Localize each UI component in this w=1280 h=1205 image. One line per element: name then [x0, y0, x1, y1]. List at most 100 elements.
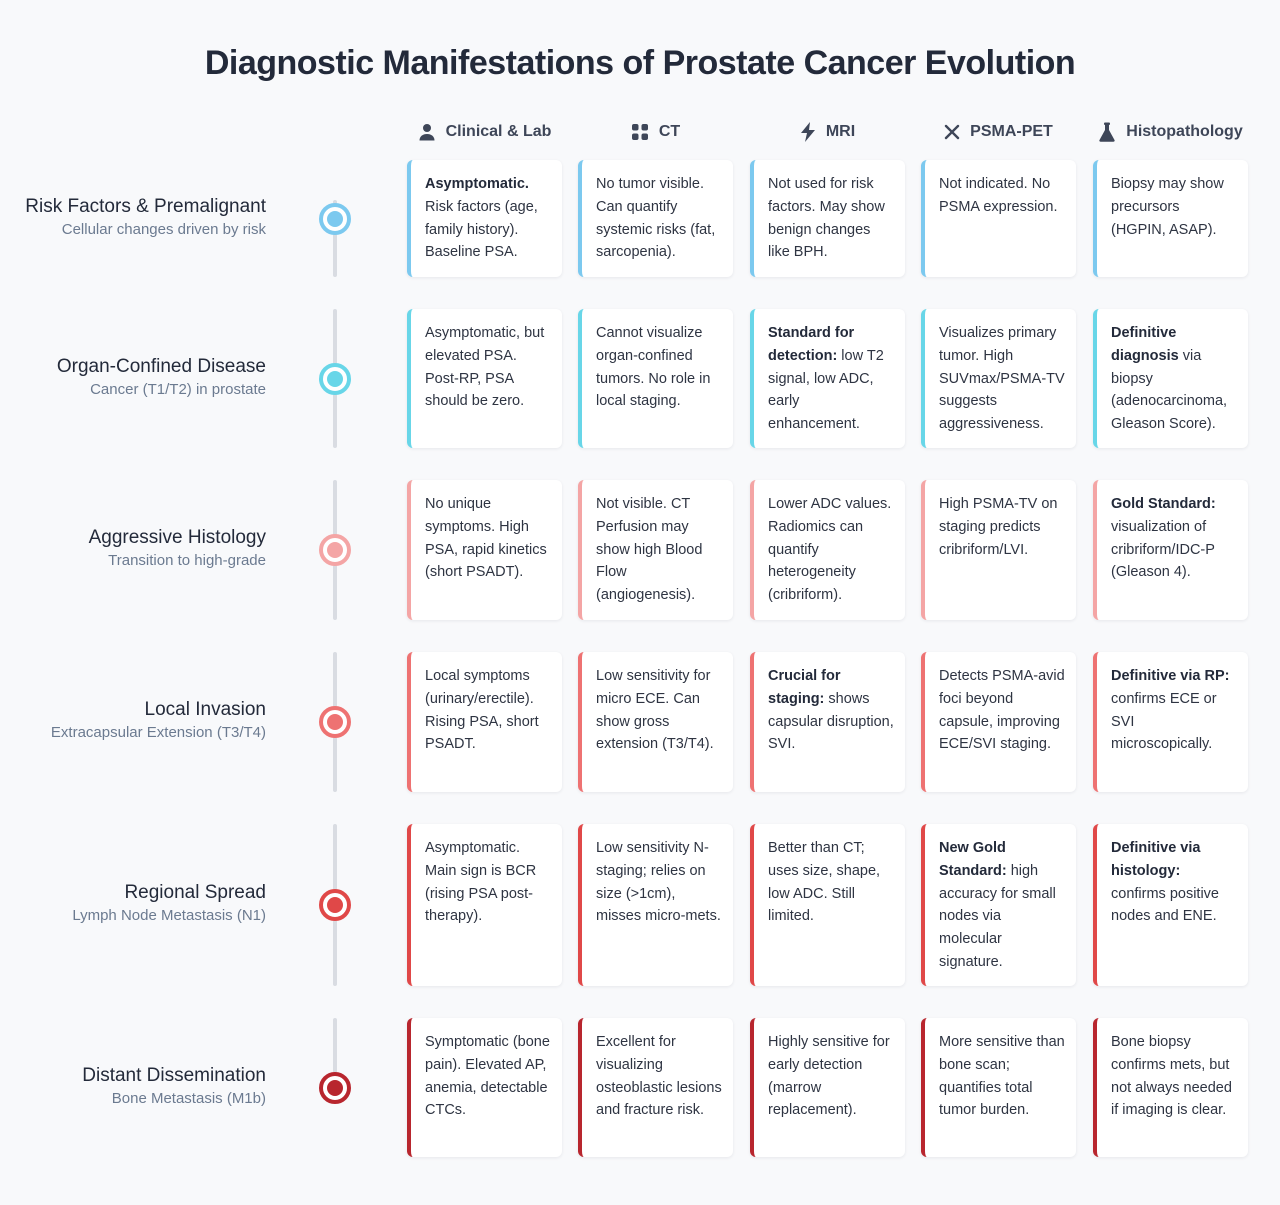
stage-subtitle: Lymph Node Metastasis (N1) — [72, 907, 266, 924]
cell-card: Bone biopsy confirms mets, but not alway… — [1093, 1018, 1248, 1157]
stage-subtitle: Transition to high-grade — [108, 552, 266, 569]
stage-name: Distant Dissemination — [82, 1064, 266, 1086]
cell-card: Lower ADC values. Radiomics can quantify… — [750, 480, 905, 620]
cell-emphasis: Asymptomatic. — [425, 176, 529, 192]
cell-card: Not used for risk factors. May show beni… — [750, 160, 905, 277]
timeline-track — [333, 200, 337, 277]
cell-card: Local symptoms (urinary/erectile). Risin… — [407, 652, 562, 792]
stage-subtitle: Cancer (T1/T2) in prostate — [90, 380, 266, 398]
cell-text: confirms positive nodes and ENE. — [1111, 885, 1219, 925]
cell-text: low T2 signal, low ADC, early enhancemen… — [768, 347, 884, 433]
timeline-marker — [319, 889, 351, 921]
cell-text: Cannot visualize organ-confined tumors. … — [596, 325, 711, 410]
cell-card: Asymptomatic. Risk factors (age, family … — [407, 160, 562, 277]
cell-card: Not indicated. No PSMA expression. — [921, 160, 1076, 277]
cell-text: Risk factors (age, family history). Base… — [425, 198, 538, 261]
column-header-2: CT — [570, 118, 741, 146]
cell-card: High PSMA-TV on staging predicts cribrif… — [921, 480, 1076, 620]
timeline-marker — [319, 362, 351, 395]
cell-text: via biopsy (adenocarcinoma, Gleason Scor… — [1111, 347, 1228, 433]
timeline-marker — [319, 706, 351, 738]
cell-text: Excellent for visualizing osteoblastic l… — [596, 1034, 722, 1119]
column-header-3: MRI — [742, 118, 913, 146]
cell-text: shows capsular disruption, SVI. — [768, 690, 894, 753]
timeline-marker — [319, 1071, 351, 1104]
timeline-marker — [319, 534, 351, 566]
cell-card: Symptomatic (bone pain). Elevated AP, an… — [407, 1018, 562, 1157]
stage-name: Regional Spread — [124, 882, 266, 903]
stage-subtitle: Cellular changes driven by risk — [61, 220, 266, 238]
timeline-track — [333, 1018, 337, 1080]
cell-emphasis: Standard for detection: — [768, 325, 855, 364]
stage-name: Organ-Confined Disease — [56, 355, 266, 377]
cell-card: More sensitive than bone scan; quantifie… — [921, 1018, 1076, 1157]
column-header-label: Clinical & Lab — [445, 123, 552, 140]
cell-text: Low sensitivity N-staging; relies on siz… — [596, 840, 721, 925]
cell-card: New Gold Standard: high accuracy for sma… — [921, 824, 1076, 986]
cell-text: high accuracy for small nodes via molecu… — [939, 862, 1056, 970]
cell-text: Better than CT; uses size, shape, low AD… — [768, 840, 881, 925]
cell-card: Visualizes primary tumor. High SUVmax/PS… — [921, 309, 1076, 448]
cell-card: Gold Standard: visualization of cribrifo… — [1093, 480, 1248, 620]
cell-card: Cannot visualize organ-confined tumors. … — [578, 309, 733, 448]
person-icon — [418, 123, 446, 141]
cell-card: Crucial for staging: shows capsular disr… — [750, 652, 905, 792]
cell-text: Local symptoms (urinary/erectile). Risin… — [425, 668, 539, 753]
cell-text: High PSMA-TV on staging predicts cribrif… — [939, 496, 1058, 558]
column-header-4: PSMA-PET — [913, 118, 1084, 146]
x-icon — [944, 124, 970, 140]
cell-text: Visualizes primary tumor. High SUVmax/PS… — [939, 325, 1065, 433]
cell-text: visualization of cribriform/IDC-P (Gleas… — [1111, 518, 1215, 581]
cell-card: No unique symptoms. High PSA, rapid kine… — [407, 480, 562, 620]
lightning-icon — [800, 122, 826, 142]
cell-card: Standard for detection: low T2 signal, l… — [750, 309, 905, 448]
cell-text: Bone biopsy confirms mets, but not alway… — [1111, 1034, 1232, 1119]
cell-text: No unique symptoms. High PSA, rapid kine… — [425, 496, 547, 581]
cell-text: Biopsy may show precursors (HGPIN, ASAP)… — [1111, 176, 1224, 238]
cell-card: Highly sensitive for early detection (ma… — [750, 1018, 905, 1157]
cell-text: Asymptomatic, but elevated PSA. Post-RP,… — [425, 325, 545, 410]
column-header-5: Histopathology — [1085, 118, 1256, 146]
cell-card: Asymptomatic, but elevated PSA. Post-RP,… — [407, 309, 562, 448]
cell-card: Definitive diagnosis via biopsy (adenoca… — [1093, 309, 1248, 448]
cell-text: More sensitive than bone scan; quantifie… — [939, 1034, 1065, 1119]
cell-card: No tumor visible. Can quantify systemic … — [578, 160, 733, 277]
cell-card: Asymptomatic. Main sign is BCR (rising P… — [407, 824, 562, 986]
flask-icon — [1098, 122, 1126, 142]
cell-emphasis: Definitive diagnosis — [1111, 325, 1179, 364]
stage-name: Risk Factors & Premalignant — [25, 195, 266, 217]
cell-card: Definitive via histology: confirms posit… — [1093, 824, 1248, 986]
column-header-1: Clinical & Lab — [399, 118, 570, 146]
stage-name: Local Invasion — [144, 699, 266, 720]
cell-text: Low sensitivity for micro ECE. Can show … — [596, 668, 714, 753]
cell-card: Better than CT; uses size, shape, low AD… — [750, 824, 905, 986]
cell-text: Highly sensitive for early detection (ma… — [768, 1034, 890, 1119]
cell-text: Not visible. CT Perfusion may show high … — [596, 496, 703, 604]
column-header-label: MRI — [825, 123, 856, 140]
cell-text: No tumor visible. Can quantify systemic … — [596, 176, 716, 261]
timeline-marker — [319, 202, 351, 235]
cell-text: confirms ECE or SVI microscopically. — [1111, 690, 1217, 753]
cell-text: Symptomatic (bone pain). Elevated AP, an… — [425, 1034, 550, 1119]
cell-card: Biopsy may show precursors (HGPIN, ASAP)… — [1093, 160, 1248, 277]
stage-subtitle: Extracapsular Extension (T3/T4) — [50, 724, 266, 741]
grid-icon — [631, 123, 659, 141]
page-title: Diagnostic Manifestations of Prostate Ca… — [204, 44, 1076, 82]
column-header-label: Histopathology — [1126, 123, 1243, 140]
cell-text: Lower ADC values. Radiomics can quantify… — [768, 496, 892, 604]
cell-card: Definitive via RP: confirms ECE or SVI m… — [1093, 652, 1248, 792]
cell-card: Low sensitivity for micro ECE. Can show … — [578, 652, 733, 792]
cell-card: Excellent for visualizing osteoblastic l… — [578, 1018, 733, 1157]
cell-text: Not used for risk factors. May show beni… — [768, 176, 885, 261]
cell-card: Low sensitivity N-staging; relies on siz… — [578, 824, 733, 986]
stage-name: Aggressive Histology — [88, 527, 266, 548]
cell-text: Not indicated. No PSMA expression. — [939, 176, 1058, 215]
cell-text: Asymptomatic. Main sign is BCR (rising P… — [425, 840, 537, 925]
cell-card: Detects PSMA-avid foci beyond capsule, i… — [921, 652, 1076, 792]
